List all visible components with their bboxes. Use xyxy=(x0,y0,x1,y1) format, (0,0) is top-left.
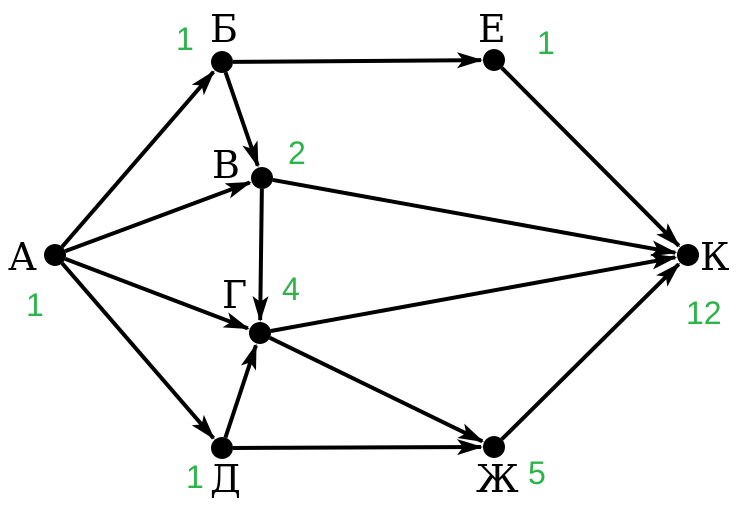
edge-A-V xyxy=(64,180,252,254)
edge-A-D xyxy=(60,262,216,440)
path-count-label: 5 xyxy=(528,455,546,491)
node-D: Д1 xyxy=(186,437,241,501)
path-count-label: 1 xyxy=(176,21,194,57)
node-A: А1 xyxy=(8,235,66,323)
node-label: Е xyxy=(478,7,506,51)
node-label: Г xyxy=(222,273,247,317)
node-label: Д xyxy=(210,457,241,501)
edge-A-G xyxy=(64,257,250,331)
node-B: Б1 xyxy=(176,7,238,73)
edge-V-G xyxy=(252,188,269,323)
edge-E-K xyxy=(500,66,681,248)
node-K: К 12 xyxy=(677,235,729,331)
edge-G-Zh xyxy=(269,336,485,444)
path-count-label: 1 xyxy=(537,25,555,61)
edge-G-K xyxy=(270,253,678,333)
edge-A-B xyxy=(60,70,216,248)
edges xyxy=(60,52,681,456)
node-label: В xyxy=(212,143,240,187)
path-count-label: 12 xyxy=(686,295,722,331)
path-count-label: 1 xyxy=(26,287,44,323)
node-dot xyxy=(483,49,505,71)
edge-D-Zh xyxy=(232,439,484,456)
node-label: Ж xyxy=(476,457,519,501)
path-count-label: 4 xyxy=(282,271,300,307)
node-dot xyxy=(251,167,273,189)
node-label: А xyxy=(8,235,37,279)
node-dot xyxy=(249,322,271,344)
edge-D-G xyxy=(223,343,258,439)
node-label: Б xyxy=(210,7,238,51)
node-label: К xyxy=(700,235,729,279)
node-dot xyxy=(211,51,233,73)
node-dot xyxy=(483,436,505,458)
node-dot xyxy=(211,437,233,459)
edge-Zh-K xyxy=(500,262,681,441)
edge-V-K xyxy=(272,177,678,257)
node-dot xyxy=(677,244,699,266)
path-count-label: 2 xyxy=(288,135,306,171)
edge-B-V xyxy=(223,71,260,168)
node-dot xyxy=(44,244,66,266)
edge-B-E xyxy=(232,52,484,69)
path-count-label: 1 xyxy=(186,459,204,495)
